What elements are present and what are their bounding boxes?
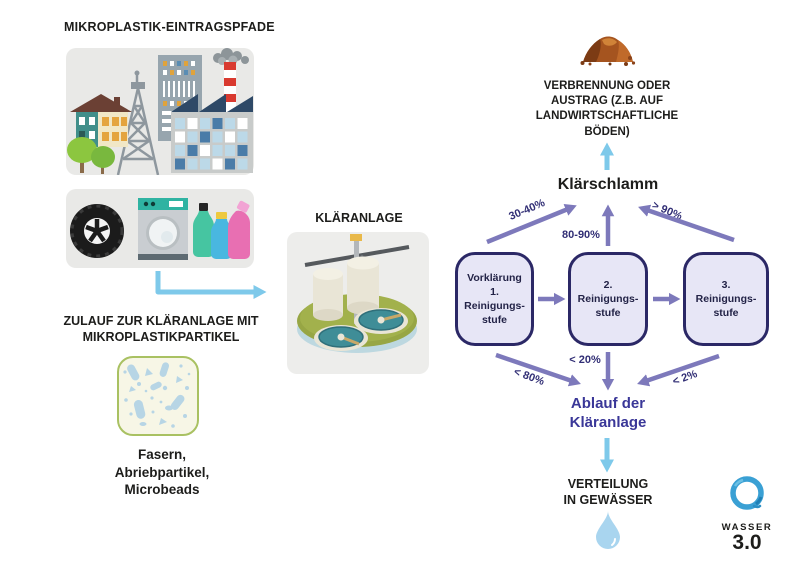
household-sources-panel <box>66 189 254 268</box>
stage-box-tertiary-label: 3. Reinigungs- stufe <box>695 278 757 320</box>
page-title: MIKROPLASTIK-EINTRAGSPFADE <box>64 20 275 34</box>
tire-washer-bottles-icon <box>70 198 250 260</box>
urban-sources-panel <box>66 48 254 176</box>
city-factory-icon <box>67 48 253 176</box>
wasser-ring-icon <box>730 476 764 510</box>
microplastic-particles-box <box>117 356 199 436</box>
stage-box-secondary: 2. Reinigungs- stufe <box>568 252 648 346</box>
soil-pile-icon <box>580 34 636 71</box>
sludge-label: Klärschlamm <box>557 176 659 193</box>
rate-stage2-to-effluent: < 20% <box>569 354 601 366</box>
arrow-inflow-to-plant <box>155 271 267 300</box>
plant-label: KLÄRANLAGE <box>315 211 403 225</box>
disposal-label: VERBRENNUNG ODER AUSTRAG (Z.B. AUF LANDW… <box>535 80 679 138</box>
rate-stage2-to-sludge: 80-90% <box>562 229 600 241</box>
effluent-label: Ablauf der Kläranlage <box>569 395 647 431</box>
distribution-label: VERTEILUNG IN GEWÄSSER <box>563 477 653 508</box>
rate-stage1-to-sludge: 30-40% <box>507 197 547 223</box>
rate-stage3-to-effluent: < 2% <box>671 368 699 388</box>
stage-box-primary: Vorklärung 1. Reinigungs- stufe <box>455 252 534 346</box>
treatment-plant-icon <box>297 234 417 353</box>
brand-name: WASSER <box>721 522 773 533</box>
brand-logo: WASSER 3.0 <box>716 472 778 553</box>
stage-box-primary-label: Vorklärung 1. Reinigungs- stufe <box>464 271 525 327</box>
inflow-label: ZULAUF ZUR KLÄRANLAGE MIT MIKROPLASTIKPA… <box>63 314 259 345</box>
microplastic-particles-icon <box>123 362 191 428</box>
treatment-plant-panel <box>287 232 429 374</box>
water-drop-icon <box>593 510 623 555</box>
rate-stage1-to-effluent: < 80% <box>512 365 546 389</box>
particles-caption: Fasern, Abriebpartikel, Microbeads <box>114 447 210 498</box>
rate-stage3-to-sludge: > 90% <box>650 199 684 223</box>
stage-box-tertiary: 3. Reinigungs- stufe <box>683 252 769 346</box>
stage-box-secondary-label: 2. Reinigungs- stufe <box>577 278 639 320</box>
brand-version: 3.0 <box>732 531 762 554</box>
